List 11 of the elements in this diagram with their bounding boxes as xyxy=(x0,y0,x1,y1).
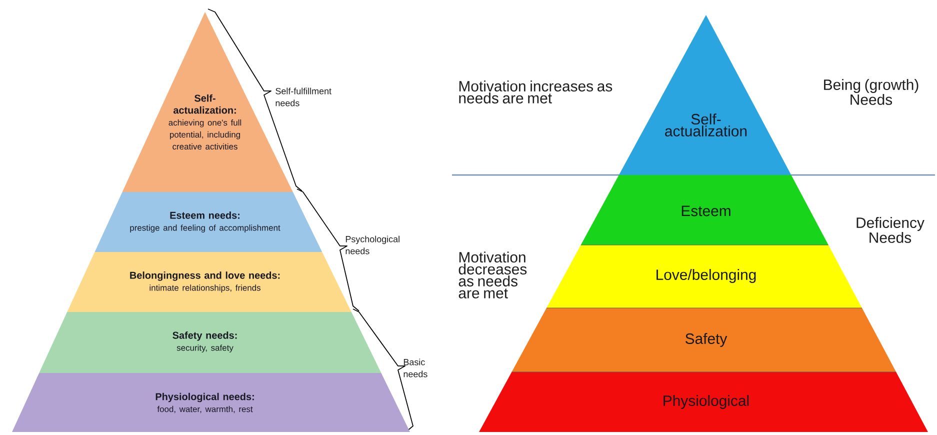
pyramid-level: Safety needs: security, safety xyxy=(39,312,382,373)
pyramid-level: Safety xyxy=(512,308,896,372)
pyramid-level: Physiological xyxy=(479,372,928,432)
side-label: Motivation decreases as needs are met xyxy=(458,252,527,298)
side-label: Being (growth) Needs xyxy=(824,79,918,105)
side-label: Deficiency Needs xyxy=(856,217,924,243)
side-label: Psychological needs xyxy=(346,236,400,254)
pyramid-level: Love/belonging xyxy=(546,244,862,308)
pyramid-level: Self-actualization xyxy=(618,15,792,175)
pyramid-level: Esteem xyxy=(580,174,828,245)
pyramid-level: Esteem needs: prestige and feeling of accomplishment xyxy=(94,192,322,252)
